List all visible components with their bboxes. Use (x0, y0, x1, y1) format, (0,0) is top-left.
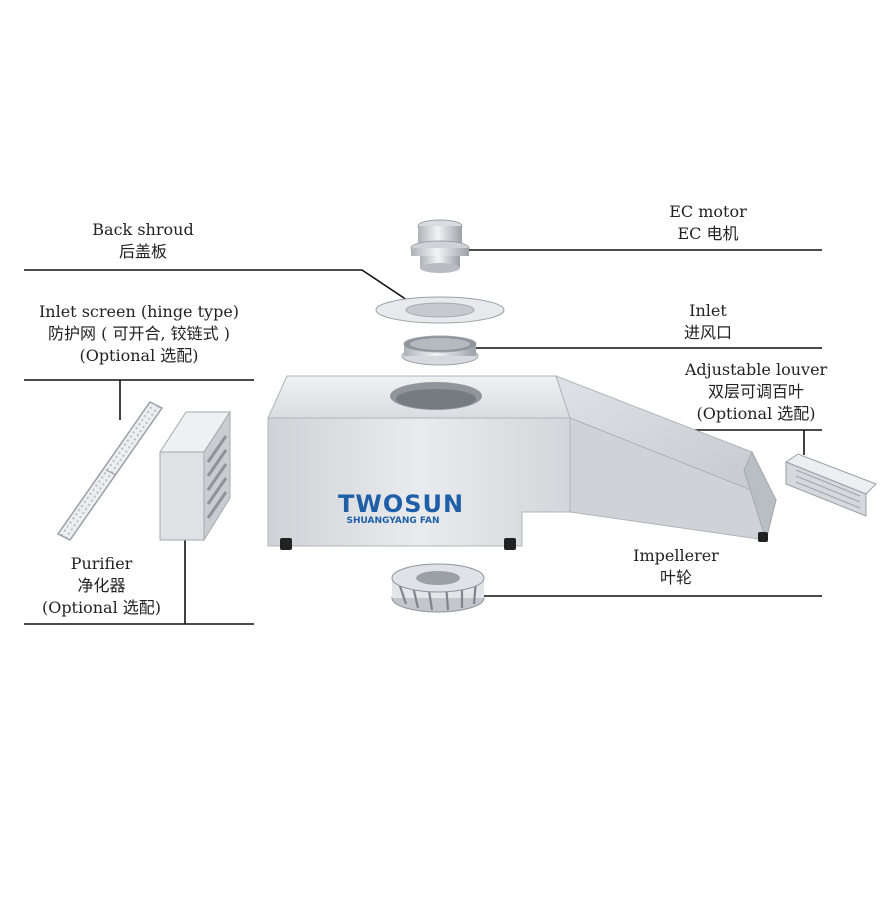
ec-motor (410, 219, 470, 273)
purifier-optional: (Optional 选配) (41, 598, 162, 617)
label-inlet-screen: Inlet screen (hinge type) 防护网 ( 可开合, 铰链式… (24, 301, 254, 367)
brand-logo: TWOSUN SHUANGYANG FAN (338, 490, 465, 527)
purifier-en: Purifier (70, 554, 133, 573)
label-purifier: Purifier 净化器 (Optional 选配) (24, 553, 179, 619)
louver-cn: 双层可调百叶 (707, 382, 804, 401)
inlet-cn: 进风口 (683, 323, 732, 342)
leader-lines (24, 249, 822, 625)
back-shroud-en: Back shroud (92, 220, 194, 239)
inlet-screen-optional: (Optional 选配) (79, 346, 199, 365)
adjustable-louver (784, 453, 877, 517)
louver-optional: (Optional 选配) (696, 404, 816, 423)
impeller-en: Impellerer (633, 546, 719, 565)
brand-logo-subtext: SHUANGYANG FAN (346, 516, 440, 526)
back-shroud-cn: 后盖板 (118, 242, 167, 261)
ec-motor-en: EC motor (669, 202, 747, 221)
impeller-cn: 叶轮 (659, 568, 692, 587)
ec-motor-cn: EC 电机 (677, 224, 739, 243)
inlet-screen-cn: 防护网 ( 可开合, 铰链式 ) (48, 324, 230, 343)
inlet-en: Inlet (689, 301, 727, 320)
brand-logo-text: TWOSUN (338, 490, 465, 518)
purifier-cn: 净化器 (77, 576, 126, 595)
inlet-screen-panel (56, 401, 164, 541)
fan-housing (267, 375, 778, 550)
louver-en: Adjustable louver (684, 360, 828, 379)
label-inlet: Inlet 进风口 (660, 300, 756, 344)
inlet-screen-en: Inlet screen (hinge type) (38, 302, 240, 321)
purifier-box (159, 410, 231, 542)
label-louver: Adjustable louver 双层可调百叶 (Optional 选配) (682, 359, 830, 425)
impeller (391, 563, 485, 613)
inlet-ring (401, 335, 479, 366)
back-shroud (375, 296, 505, 324)
label-impeller: Impellerer 叶轮 (616, 545, 736, 589)
leader-back-shroud (24, 269, 411, 303)
label-ec-motor: EC motor EC 电机 (648, 201, 768, 245)
label-back-shroud: Back shroud 后盖板 (78, 219, 208, 263)
